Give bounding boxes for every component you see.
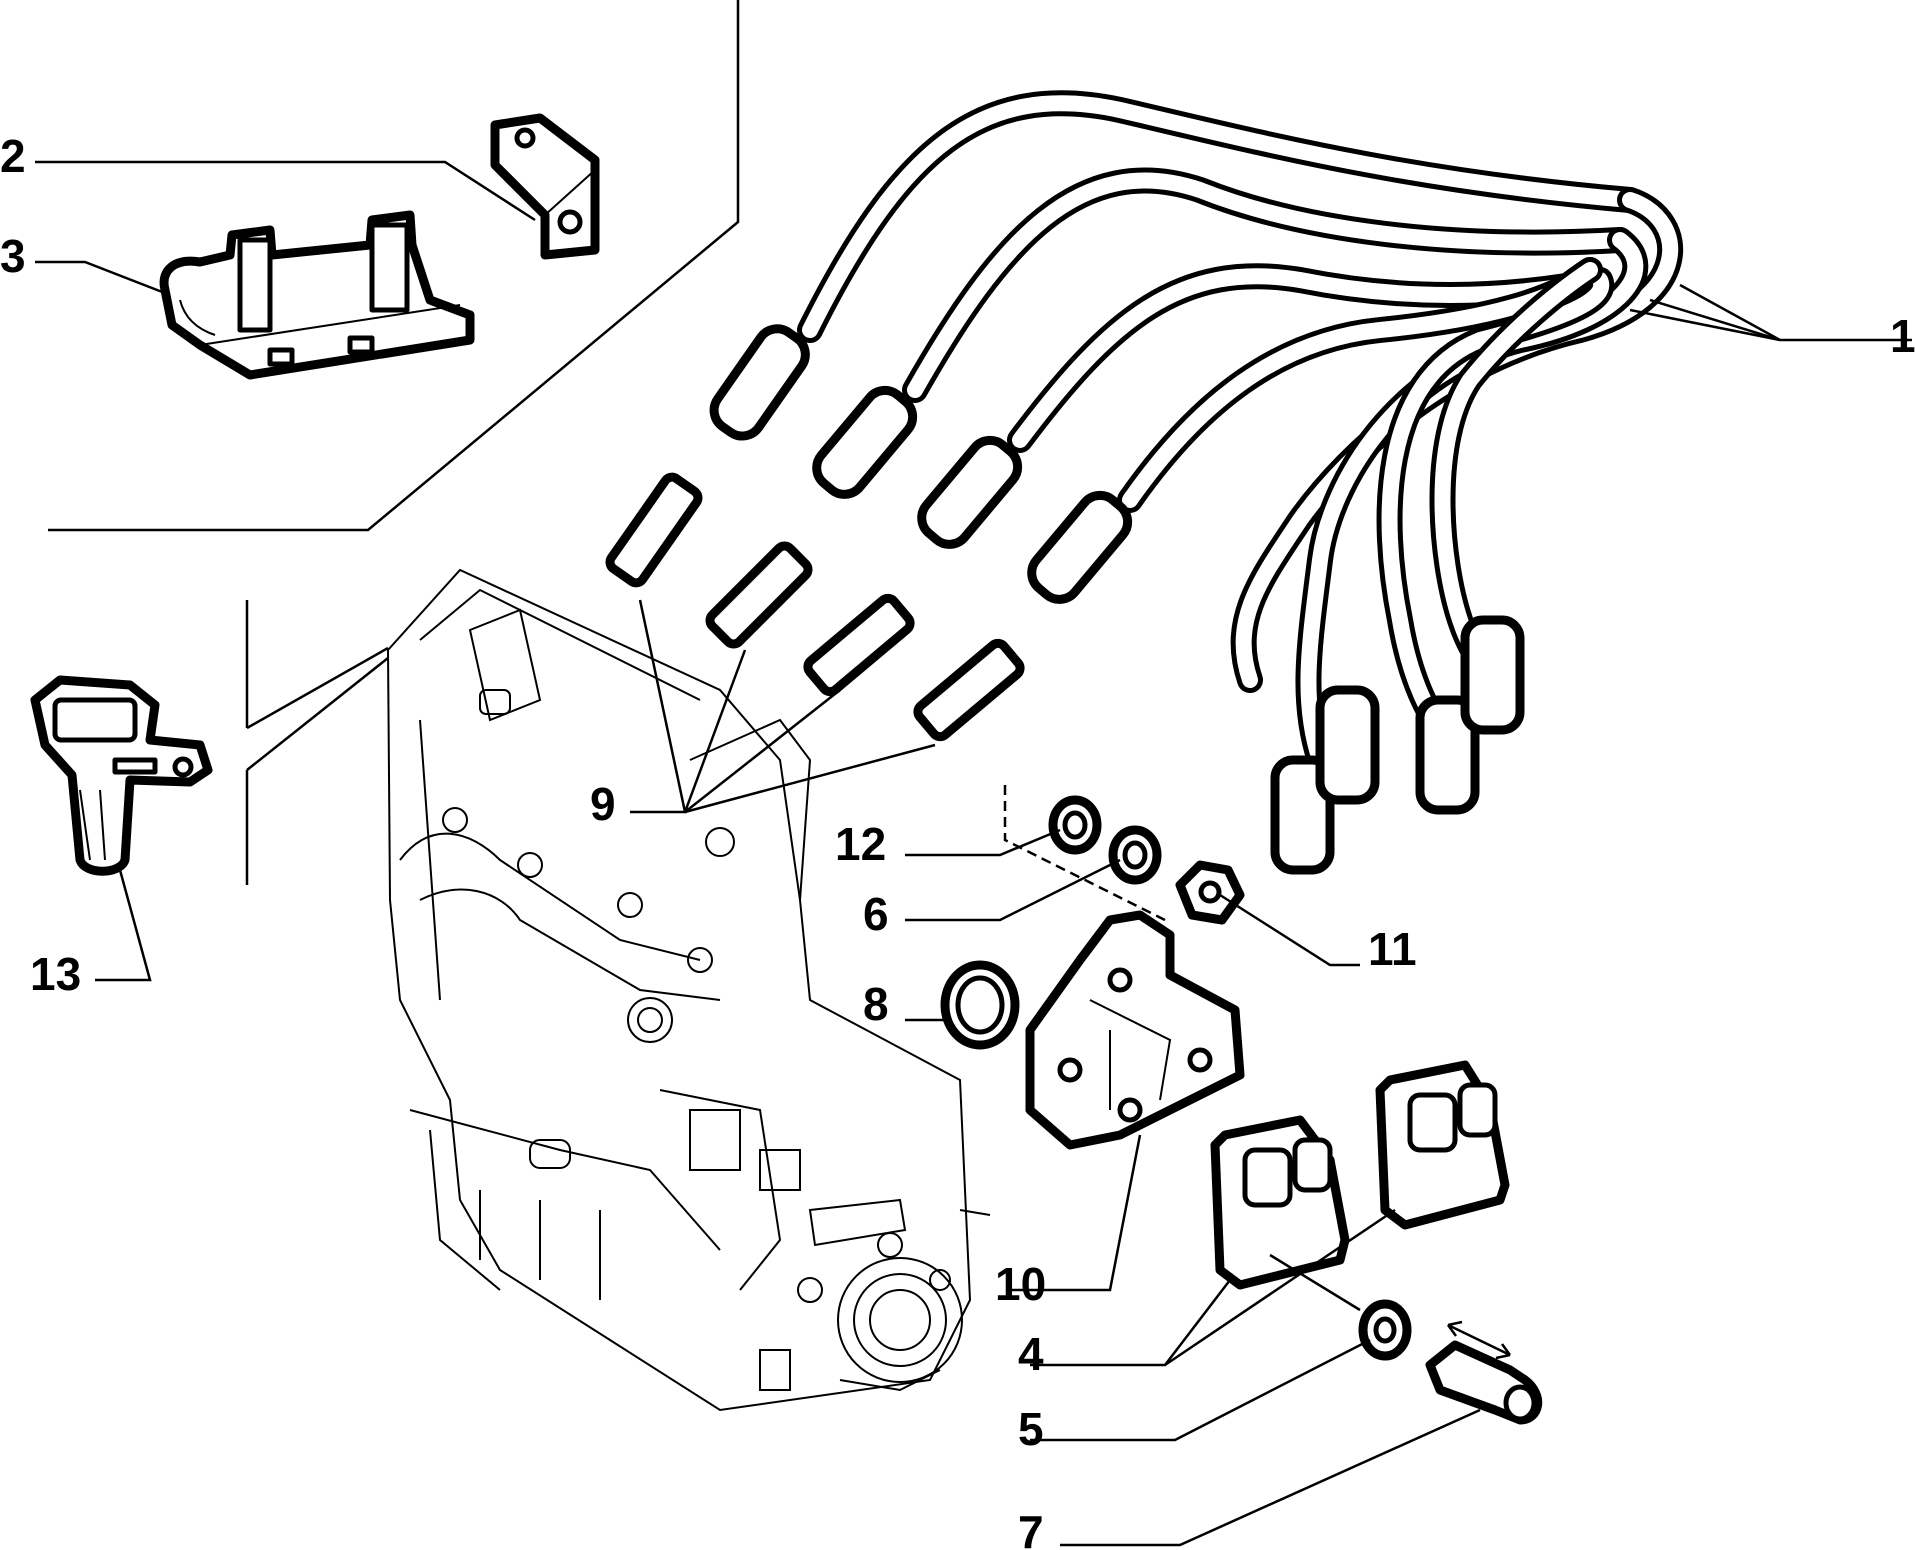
callout-10: 10: [995, 1258, 1046, 1310]
ignition-cable-set-part-1: [709, 90, 1684, 875]
callout-6: 6: [863, 888, 889, 940]
callout-12: 12: [835, 818, 886, 870]
coil-support-bracket-part-3: [159, 210, 475, 380]
washer-part-5: [1358, 1299, 1412, 1361]
callout-5: 5: [1018, 1403, 1044, 1455]
washer-part-12: [1048, 795, 1102, 855]
callout-labels: 1 2 3 4 5 6 7 8 9 10 11 12 13: [0, 130, 1915, 1550]
spacer-washer-part-6: [1108, 825, 1162, 885]
o-ring-part-8: [940, 960, 1020, 1050]
callout-8: 8: [863, 978, 889, 1030]
inset-frame-sensor: [245, 600, 389, 885]
sensor-part-13: [30, 675, 213, 876]
callout-3: 3: [0, 230, 26, 282]
callout-2: 2: [0, 130, 26, 182]
bracket-part-2: [490, 113, 600, 260]
callout-11: 11: [1368, 923, 1417, 975]
inset-frame-top-left: [48, 0, 740, 532]
callout-4: 4: [1018, 1328, 1044, 1380]
callout-13: 13: [30, 948, 81, 1000]
callout-9: 9: [590, 778, 616, 830]
callout-1: 1: [1890, 310, 1915, 362]
ignition-coil-part-4: [1210, 1060, 1510, 1290]
nut-part-11: [1175, 860, 1245, 925]
leader-lines: [35, 160, 1912, 1547]
coil-mounting-plate-part-10: [1025, 910, 1245, 1150]
engine-block: [386, 568, 991, 1412]
screw-part-7: [1425, 1320, 1543, 1425]
callout-7: 7: [1018, 1506, 1044, 1550]
spark-plugs-part-9: [605, 472, 1025, 742]
